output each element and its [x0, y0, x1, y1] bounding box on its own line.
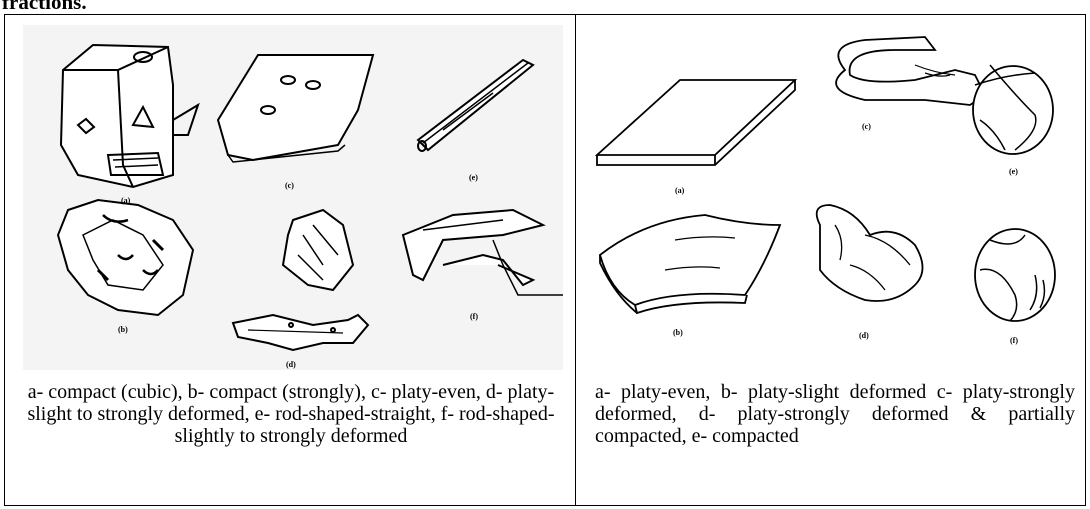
left-figure-illustration: (a) (b) (c) (d) (e) (f) [23, 25, 563, 370]
right-shape-c [836, 37, 985, 105]
left-label-b: (b) [118, 325, 128, 334]
right-label-b: (b) [673, 328, 683, 337]
left-figure-panel: (a) (b) (c) (d) (e) (f) [23, 25, 563, 370]
right-label-f: (f) [1010, 336, 1018, 345]
left-shape-c [218, 55, 373, 162]
right-shape-a [597, 80, 795, 165]
left-shape-a [61, 45, 198, 187]
right-label-d: (d) [859, 331, 869, 340]
right-figure-panel: (a) (b) (c) (d) (e) (f) [595, 25, 1065, 355]
right-shape-b [600, 215, 780, 313]
page-top-text: fractions. [2, 0, 87, 13]
figure-table: (a) (b) (c) (d) (e) (f) a- compact (cubi… [4, 14, 1086, 506]
left-label-c: (c) [285, 181, 294, 190]
right-label-c: (c) [862, 122, 871, 131]
right-label-e: (e) [1009, 167, 1018, 176]
right-caption: a- platy-even, b- platy-slight deformed … [595, 381, 1075, 447]
left-caption: a- compact (cubic), b- compact (strongly… [17, 381, 565, 447]
left-label-f: (f) [470, 312, 478, 321]
left-shape-f [403, 210, 563, 295]
left-label-a: (a) [121, 196, 131, 205]
table-divider [575, 15, 576, 505]
left-shape-d [233, 210, 368, 350]
right-figure-illustration: (a) (b) (c) (d) (e) (f) [595, 25, 1065, 355]
right-shape-d [817, 205, 923, 301]
left-label-d: (d) [286, 360, 296, 369]
right-caption-text: a- platy-even, b- platy-slight deformed … [595, 381, 1075, 447]
right-shape-f [975, 229, 1055, 321]
left-shape-e [418, 60, 533, 151]
right-label-a: (a) [675, 186, 685, 195]
left-shape-b [58, 200, 193, 315]
left-label-e: (e) [469, 173, 478, 182]
right-shape-e [973, 65, 1053, 154]
